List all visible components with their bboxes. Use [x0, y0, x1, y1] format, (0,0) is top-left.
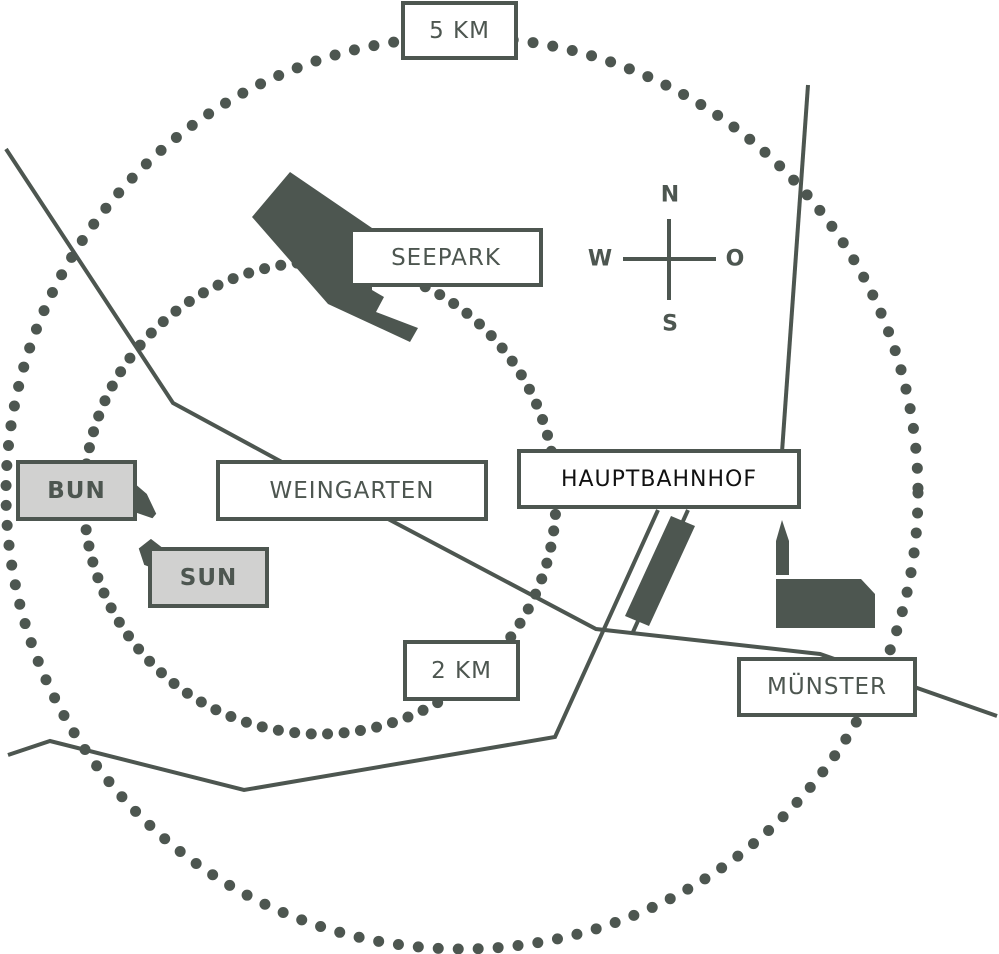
outer-radius-ring — [0, 31, 924, 954]
place-label-bun[interactable]: BUN — [16, 460, 137, 521]
inner-radius-label: 2 KM — [403, 640, 520, 701]
place-label-weingarten[interactable]: WEINGARTEN — [216, 460, 488, 521]
muenster-church-nave — [776, 579, 875, 628]
compass-east-label: O — [725, 246, 745, 272]
place-label-muenster[interactable]: MÜNSTER — [737, 657, 917, 717]
station-building-shape — [625, 516, 695, 626]
compass-north-label: N — [660, 182, 680, 208]
road-northeast — [780, 84, 810, 453]
muenster-church-spire — [776, 520, 789, 575]
seepark-lake-shape — [252, 172, 418, 342]
compass-south-label: S — [662, 311, 678, 337]
outer-radius-label: 5 KM — [401, 1, 518, 60]
road-south — [7, 509, 660, 793]
compass-west-label: W — [587, 246, 613, 272]
place-label-seepark[interactable]: SEEPARK — [349, 228, 543, 287]
place-label-sun[interactable]: SUN — [148, 547, 269, 608]
place-label-hauptbahnhof[interactable]: HAUPTBAHNHOF — [517, 449, 801, 509]
